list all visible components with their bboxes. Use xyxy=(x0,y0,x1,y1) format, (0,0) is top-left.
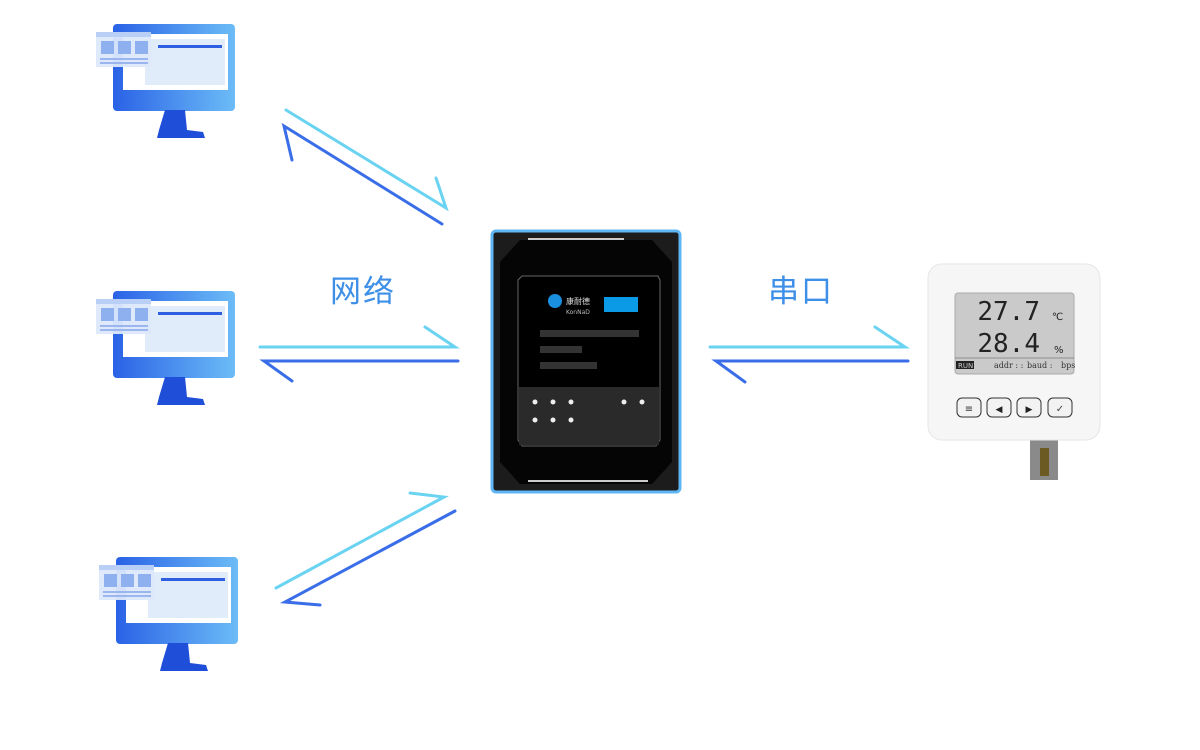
addr-label: addr : : xyxy=(994,361,1023,370)
check-icon: ✓ xyxy=(1056,404,1064,415)
sensor-button-left[interactable]: ◀ xyxy=(986,397,1012,418)
network-label: 网络 xyxy=(330,274,396,310)
baud-label: baud : xyxy=(1027,361,1052,370)
left-arrow-icon: ◀ xyxy=(996,405,1003,415)
arrow-pair-bottom xyxy=(274,491,457,607)
run-indicator: RUN xyxy=(958,362,973,370)
serial-label: 串口 xyxy=(768,274,834,310)
arrow-pair-top xyxy=(281,108,449,226)
humidity-readout: 28.4 xyxy=(977,329,1040,359)
sensor-button-confirm[interactable]: ✓ xyxy=(1047,397,1073,418)
arrow-pair-middle xyxy=(258,325,460,383)
menu-icon: ≡ xyxy=(965,404,973,415)
sensor-button-right[interactable]: ▶ xyxy=(1016,397,1042,418)
brand-logo-icon xyxy=(548,294,562,308)
temperature-readout: 27.7 xyxy=(977,297,1040,327)
brand-name-en: KonNaD xyxy=(566,309,590,316)
sensor-button-menu[interactable]: ≡ xyxy=(956,397,982,418)
arrow-pair-serial xyxy=(708,325,910,384)
gateway-device: 康耐德 KonNaD xyxy=(490,229,682,494)
baud-unit: bps xyxy=(1061,361,1075,370)
brand-name-cn: 康耐德 xyxy=(566,296,590,306)
computer-icon-2 xyxy=(96,291,235,405)
computer-icon-3 xyxy=(99,557,238,671)
right-arrow-icon: ▶ xyxy=(1026,405,1033,415)
computer-icon-1 xyxy=(96,24,235,138)
humidity-unit: % xyxy=(1054,345,1064,356)
temperature-humidity-sensor: 27.7 ℃ 28.4 % RUN addr : : baud : bps ≡ … xyxy=(927,263,1101,480)
temperature-unit: ℃ xyxy=(1052,312,1063,323)
